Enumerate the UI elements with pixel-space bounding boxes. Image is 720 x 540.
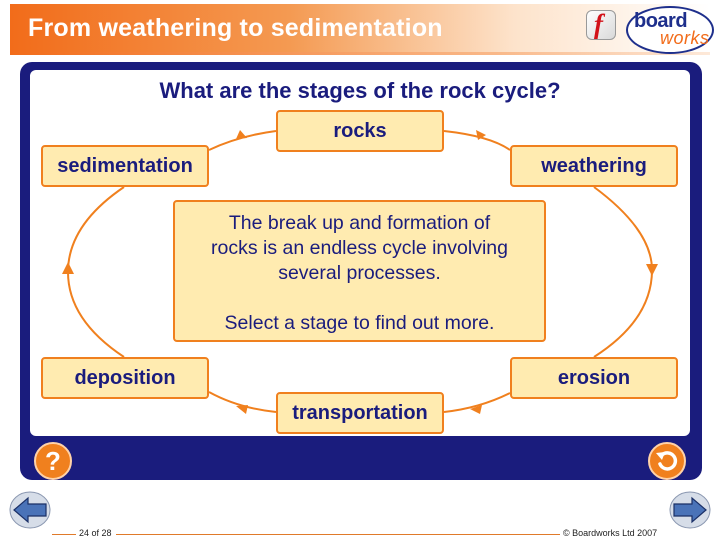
- arrow-deposition-to-sedimentation: [66, 186, 125, 358]
- stage-sedimentation-label: sedimentation: [57, 155, 193, 177]
- stage-rocks-label: rocks: [333, 120, 387, 142]
- flash-logo-icon: f: [586, 9, 616, 40]
- logo-text-works: works: [660, 28, 710, 48]
- arrow-weathering-to-erosion: [593, 186, 654, 358]
- arrow-right-icon: [669, 491, 711, 529]
- boardworks-logo: board works: [626, 6, 716, 56]
- logo-oval: [626, 6, 714, 54]
- arrowhead-1: [476, 130, 486, 140]
- arrow-erosion-to-transportation: [443, 392, 511, 413]
- info-line: rocks is an endless cycle involving: [211, 237, 508, 259]
- footer-rule-left: [52, 534, 76, 535]
- copyright-text: © Boardworks Ltd 2007: [563, 528, 658, 538]
- header-divider: [10, 52, 710, 55]
- arrowhead-4: [236, 405, 248, 414]
- arrow-left-icon: [9, 491, 51, 529]
- info-line: The break up and formation of: [228, 212, 491, 234]
- arrowhead-2: [646, 264, 658, 276]
- page-title: From weathering to sedimentation: [28, 14, 443, 42]
- stage-transportation[interactable]: transportation: [276, 392, 444, 434]
- logo-text-board: board: [634, 10, 688, 32]
- arrowhead-6: [236, 130, 247, 139]
- stage-weathering[interactable]: weathering: [510, 145, 678, 187]
- replay-icon: [656, 451, 678, 471]
- info-box: The break up and formation of rocks is a…: [173, 200, 546, 342]
- stage-erosion-label: erosion: [557, 367, 631, 389]
- previous-slide-button[interactable]: [8, 490, 52, 530]
- next-slide-button[interactable]: [668, 490, 712, 530]
- arrow-transportation-to-deposition: [208, 391, 277, 413]
- question-heading: What are the stages of the rock cycle?: [159, 78, 561, 103]
- stage-erosion[interactable]: erosion: [510, 357, 678, 399]
- help-button-label: ?: [45, 446, 61, 476]
- stage-transportation-label: transportation: [292, 402, 428, 424]
- stage-deposition[interactable]: deposition: [41, 357, 209, 399]
- stage-deposition-label: deposition: [74, 367, 176, 389]
- stage-rocks[interactable]: rocks: [276, 110, 444, 152]
- replay-button[interactable]: [648, 442, 686, 480]
- stage-sedimentation[interactable]: sedimentation: [41, 145, 209, 187]
- page-counter: 24 of 28: [79, 528, 112, 538]
- arrowhead-5: [62, 262, 74, 274]
- info-cta: Select a stage to find out more.: [224, 312, 495, 334]
- flash-logo-glyph: f: [594, 9, 603, 39]
- info-text: The break up and formation of rocks is a…: [175, 211, 544, 286]
- info-line: several processes.: [278, 262, 441, 284]
- footer-rule-middle: [116, 534, 560, 535]
- arrowhead-3: [470, 405, 482, 414]
- arrow-rocks-to-weathering: [443, 130, 511, 151]
- stage-weathering-label: weathering: [541, 155, 647, 177]
- help-button[interactable]: ?: [34, 442, 72, 480]
